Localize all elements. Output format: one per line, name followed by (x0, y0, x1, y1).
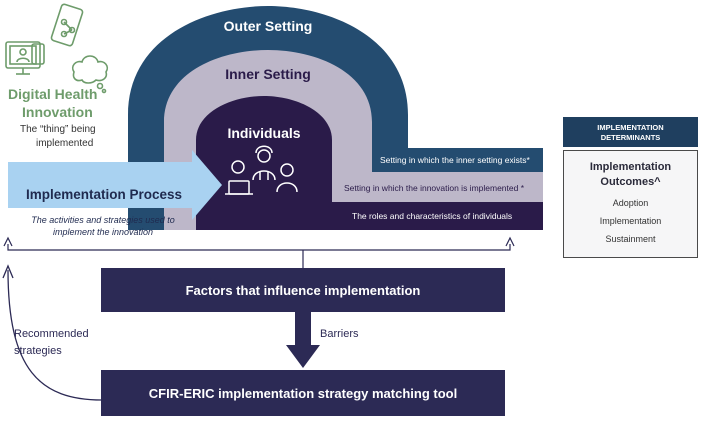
people-icon (225, 145, 298, 195)
barriers-label: Barriers (320, 328, 359, 340)
inner-setting-description: Setting in which the innovation is imple… (344, 183, 525, 193)
individuals-label: Individuals (227, 125, 301, 141)
digital-health-title-1: Digital Health (8, 86, 98, 102)
digital-devices-icon (5, 41, 45, 75)
determinants-header-2: DETERMINANTS (600, 133, 661, 142)
outer-setting-description: Setting in which the inner setting exist… (380, 155, 530, 165)
digital-health-title-2: Innovation (22, 104, 93, 120)
outcome-item: Adoption (612, 198, 649, 208)
factors-bar: Factors that influence implementation (101, 268, 505, 312)
individuals-description: The roles and characteristics of individ… (352, 211, 513, 221)
outcomes-title-2: Outcomes^ (600, 176, 661, 188)
thought-cloud-icon (71, 55, 109, 94)
implementation-process-arrow (8, 150, 222, 220)
outcomes-card: Implementation Outcomes^ Adoption Implem… (563, 150, 698, 258)
inner-setting-label: Inner Setting (225, 66, 311, 82)
recommended-label-2: strategies (14, 345, 62, 357)
outer-setting-label: Outer Setting (223, 18, 313, 34)
feedback-arrow (2, 264, 103, 401)
digital-health-subtitle-2: implemented (36, 138, 94, 149)
matching-tool-label: CFIR-ERIC implementation strategy matchi… (148, 386, 458, 401)
recommended-label-1: Recommended (14, 328, 89, 340)
outcome-item: Implementation (599, 216, 662, 226)
implementation-process-title: Implementation Process (26, 187, 183, 202)
outcome-item: Sustainment (605, 234, 656, 244)
implementation-process-desc-2: implement the innovation (52, 227, 154, 237)
outcomes-title-1: Implementation (589, 161, 672, 173)
factors-label: Factors that influence implementation (185, 283, 421, 298)
individuals-arch (196, 96, 543, 230)
digital-health-subtitle-1: The “thing” being (20, 124, 96, 135)
mobile-network-icon (50, 3, 84, 47)
barriers-arrow (286, 312, 320, 368)
bracket-line (3, 236, 515, 268)
determinants-header-1: IMPLEMENTATION (597, 123, 664, 132)
implementation-process-desc-1: The activities and strategies used to (31, 215, 175, 225)
matching-tool-bar: CFIR-ERIC implementation strategy matchi… (101, 370, 505, 416)
determinants-card-header: IMPLEMENTATION DETERMINANTS (563, 117, 698, 147)
